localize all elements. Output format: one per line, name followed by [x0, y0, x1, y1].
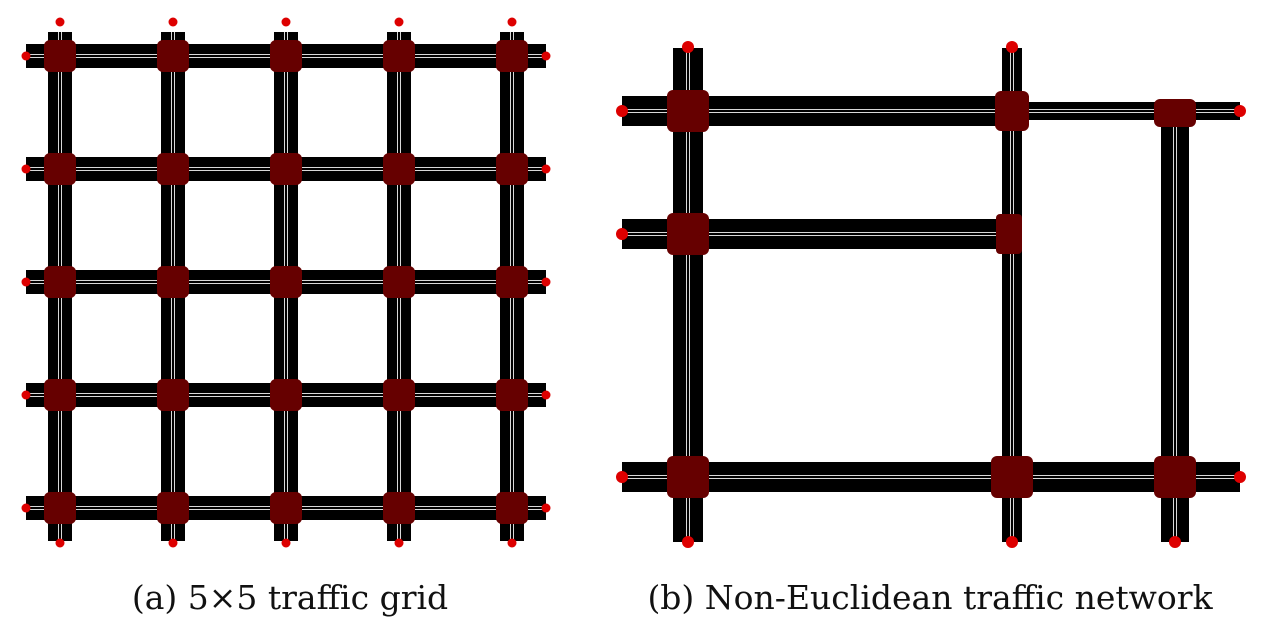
junction: [383, 266, 415, 298]
endpoint: [682, 536, 694, 548]
endpoint: [541, 390, 551, 400]
vertical-road: [1002, 48, 1022, 542]
junction: [996, 214, 1022, 254]
junction: [44, 153, 76, 185]
junction: [44, 492, 76, 524]
junction: [157, 379, 189, 411]
junction: [270, 379, 302, 411]
junction: [157, 492, 189, 524]
endpoint: [682, 41, 694, 53]
junction: [991, 456, 1033, 498]
junction: [383, 40, 415, 72]
junction: [667, 90, 709, 132]
endpoint: [281, 538, 291, 548]
endpoint: [616, 105, 628, 117]
junction: [496, 379, 528, 411]
junction: [496, 492, 528, 524]
junction: [270, 266, 302, 298]
junction: [44, 40, 76, 72]
endpoint: [1006, 41, 1018, 53]
junction: [496, 153, 528, 185]
endpoint: [55, 538, 65, 548]
endpoint: [21, 277, 31, 287]
junction: [44, 266, 76, 298]
endpoint: [1006, 536, 1018, 548]
junction: [44, 379, 76, 411]
endpoint: [616, 471, 628, 483]
endpoint: [55, 17, 65, 27]
endpoint: [21, 503, 31, 513]
endpoint: [541, 277, 551, 287]
caption-a: (a) 5×5 traffic grid: [131, 578, 449, 617]
endpoint: [541, 51, 551, 61]
junction: [157, 40, 189, 72]
junction: [383, 153, 415, 185]
endpoint: [21, 390, 31, 400]
endpoint: [507, 538, 517, 548]
grid-network-diagram: [21, 17, 551, 548]
junction: [667, 213, 709, 255]
endpoint: [21, 51, 31, 61]
endpoint: [507, 17, 517, 27]
endpoint: [394, 17, 404, 27]
junction: [496, 266, 528, 298]
junction: [157, 266, 189, 298]
junction: [157, 153, 189, 185]
non-euclidean-network-diagram: [616, 41, 1246, 548]
junction: [270, 40, 302, 72]
endpoint: [616, 228, 628, 240]
endpoint: [168, 538, 178, 548]
caption-b: (b) Non-Euclidean traffic network: [647, 578, 1213, 617]
endpoint: [1234, 105, 1246, 117]
horizontal-road: [622, 462, 1240, 492]
junction: [270, 492, 302, 524]
junction: [496, 40, 528, 72]
junction: [995, 91, 1029, 131]
endpoint: [281, 17, 291, 27]
endpoint: [1234, 471, 1246, 483]
endpoint: [394, 538, 404, 548]
junction: [270, 153, 302, 185]
junction: [1154, 456, 1196, 498]
endpoint: [541, 164, 551, 174]
junction: [383, 379, 415, 411]
endpoint: [168, 17, 178, 27]
junction: [1154, 99, 1196, 127]
junction: [383, 492, 415, 524]
junction: [667, 456, 709, 498]
endpoint: [541, 503, 551, 513]
horizontal-road: [1012, 102, 1240, 120]
endpoint: [1169, 536, 1181, 548]
endpoint: [21, 164, 31, 174]
